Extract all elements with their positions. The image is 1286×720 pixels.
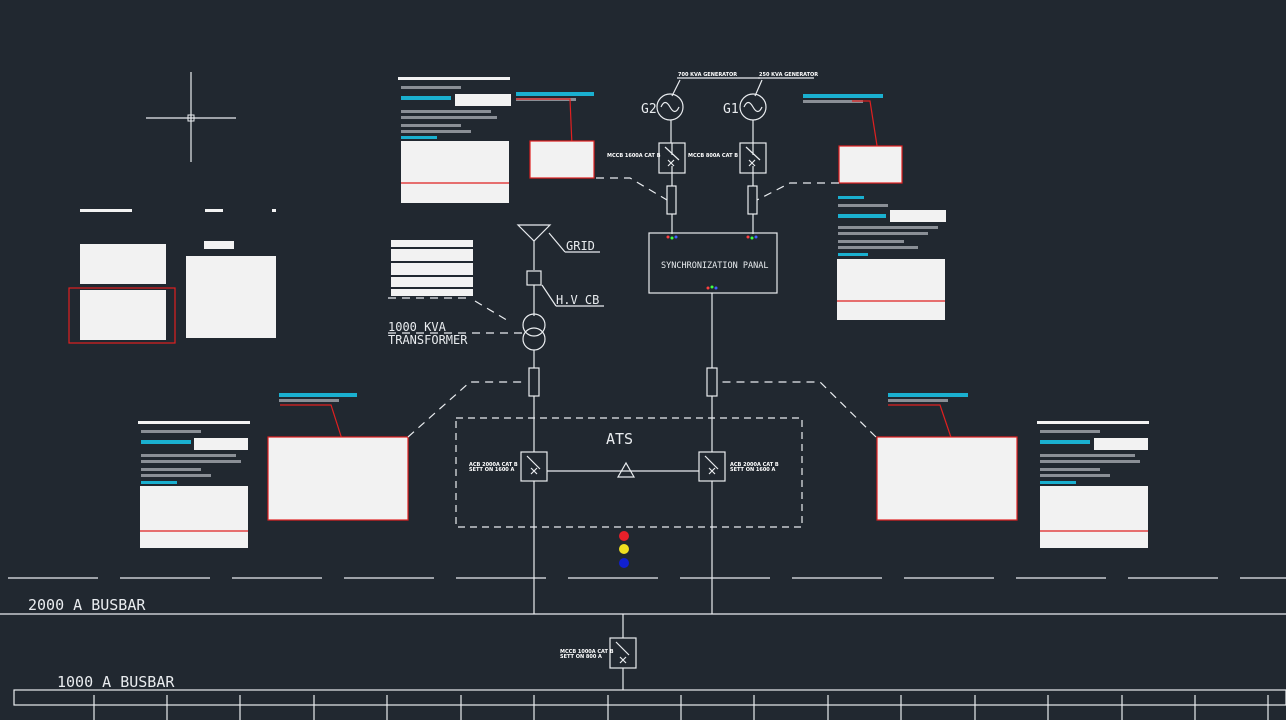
cb-g1-label: MCCB 800A CAT B [688,153,738,159]
thumbnail-report-left [68,209,276,344]
acb-left[interactable]: ACB 2000A CAT B SETT ON 1600 A [469,451,548,482]
acb-right-line1: ACB 2000A CAT B [730,462,779,468]
circuit-breaker-icon [526,270,542,286]
phase-markers [666,235,758,290]
tie-cb-line2: SETT ON 800 A [560,654,602,660]
cb-g2-label: MCCB 1600A CAT B [607,153,661,159]
thumbnail-datasheet-top-left [398,77,595,203]
circuit-breaker-icon [698,451,726,482]
ats-unit[interactable]: ATS ACB 2000A CAT B SETT ON 1600 A ACB 2… [455,417,803,528]
generator-g1[interactable]: 250 KVA GENERATOR G1 [723,72,818,143]
thumbnail-datasheet-bottom-right [876,393,1149,548]
thumbnail-datasheet-bottom-left [138,393,409,548]
thumbnail-datasheet-top-right [803,94,946,320]
acb-left-line1: ACB 2000A CAT B [469,462,518,468]
busbar-1000a[interactable]: 1000 A BUSBAR [13,673,1286,720]
hv-circuit-breaker[interactable]: H.V CB [526,270,604,316]
indicator-blue [619,558,629,568]
busbar-1000-label: 1000 A BUSBAR [57,673,175,691]
indicator-yellow [619,544,629,554]
interlock-triangle-icon [616,461,636,478]
ats-label: ATS [606,430,633,448]
crosshair-cursor-icon [146,72,236,162]
acb-right-line2: SETT ON 1600 A [730,467,776,473]
feeder-drops [93,695,1269,720]
g1-label: G1 [723,102,739,117]
ac-generator-icon [656,93,684,121]
gen1-title: 250 KVA GENERATOR [759,72,818,78]
acb-left-line2: SETT ON 1600 A [469,467,515,473]
transformer-line1: 1000 KVA [388,320,447,334]
indicator-lights [619,531,629,568]
breaker-g1[interactable]: MCCB 800A CAT B [688,142,767,234]
tie-cb-line1: MCCB 1000A CAT B [560,649,614,655]
generator-g2[interactable]: 700 KVA GENERATOR G2 [641,72,760,143]
grid-label: GRID [566,239,595,253]
transformer[interactable]: 1000 KVA TRANSFORMER [388,297,546,368]
breaker-g2[interactable]: MCCB 1600A CAT B [607,142,686,234]
circuit-breaker-icon [520,451,548,482]
thumbnail-table-transformer [391,240,473,296]
tie-breaker[interactable]: MCCB 1000A CAT B SETT ON 800 A [560,614,637,690]
busbar-2000-label: 2000 A BUSBAR [28,596,146,614]
grid-source[interactable]: GRID [516,224,600,270]
acb-right[interactable]: ACB 2000A CAT B SETT ON 1600 A [698,451,779,482]
g2-label: G2 [641,102,657,117]
hv-cb-label: H.V CB [556,293,599,307]
busbar-2000a[interactable]: 2000 A BUSBAR [0,596,1286,615]
indicator-red [619,531,629,541]
grid-antenna-icon [516,224,552,242]
synchronization-panel[interactable]: SYNCHRONIZATION PANAL [648,232,778,368]
circuit-breaker-icon [609,637,637,669]
transformer-line2: TRANSFORMER [388,333,468,347]
transformer-icon [522,313,546,337]
sync-panel-label: SYNCHRONIZATION PANAL [661,261,768,271]
gen2-title: 700 KVA GENERATOR [678,72,737,78]
